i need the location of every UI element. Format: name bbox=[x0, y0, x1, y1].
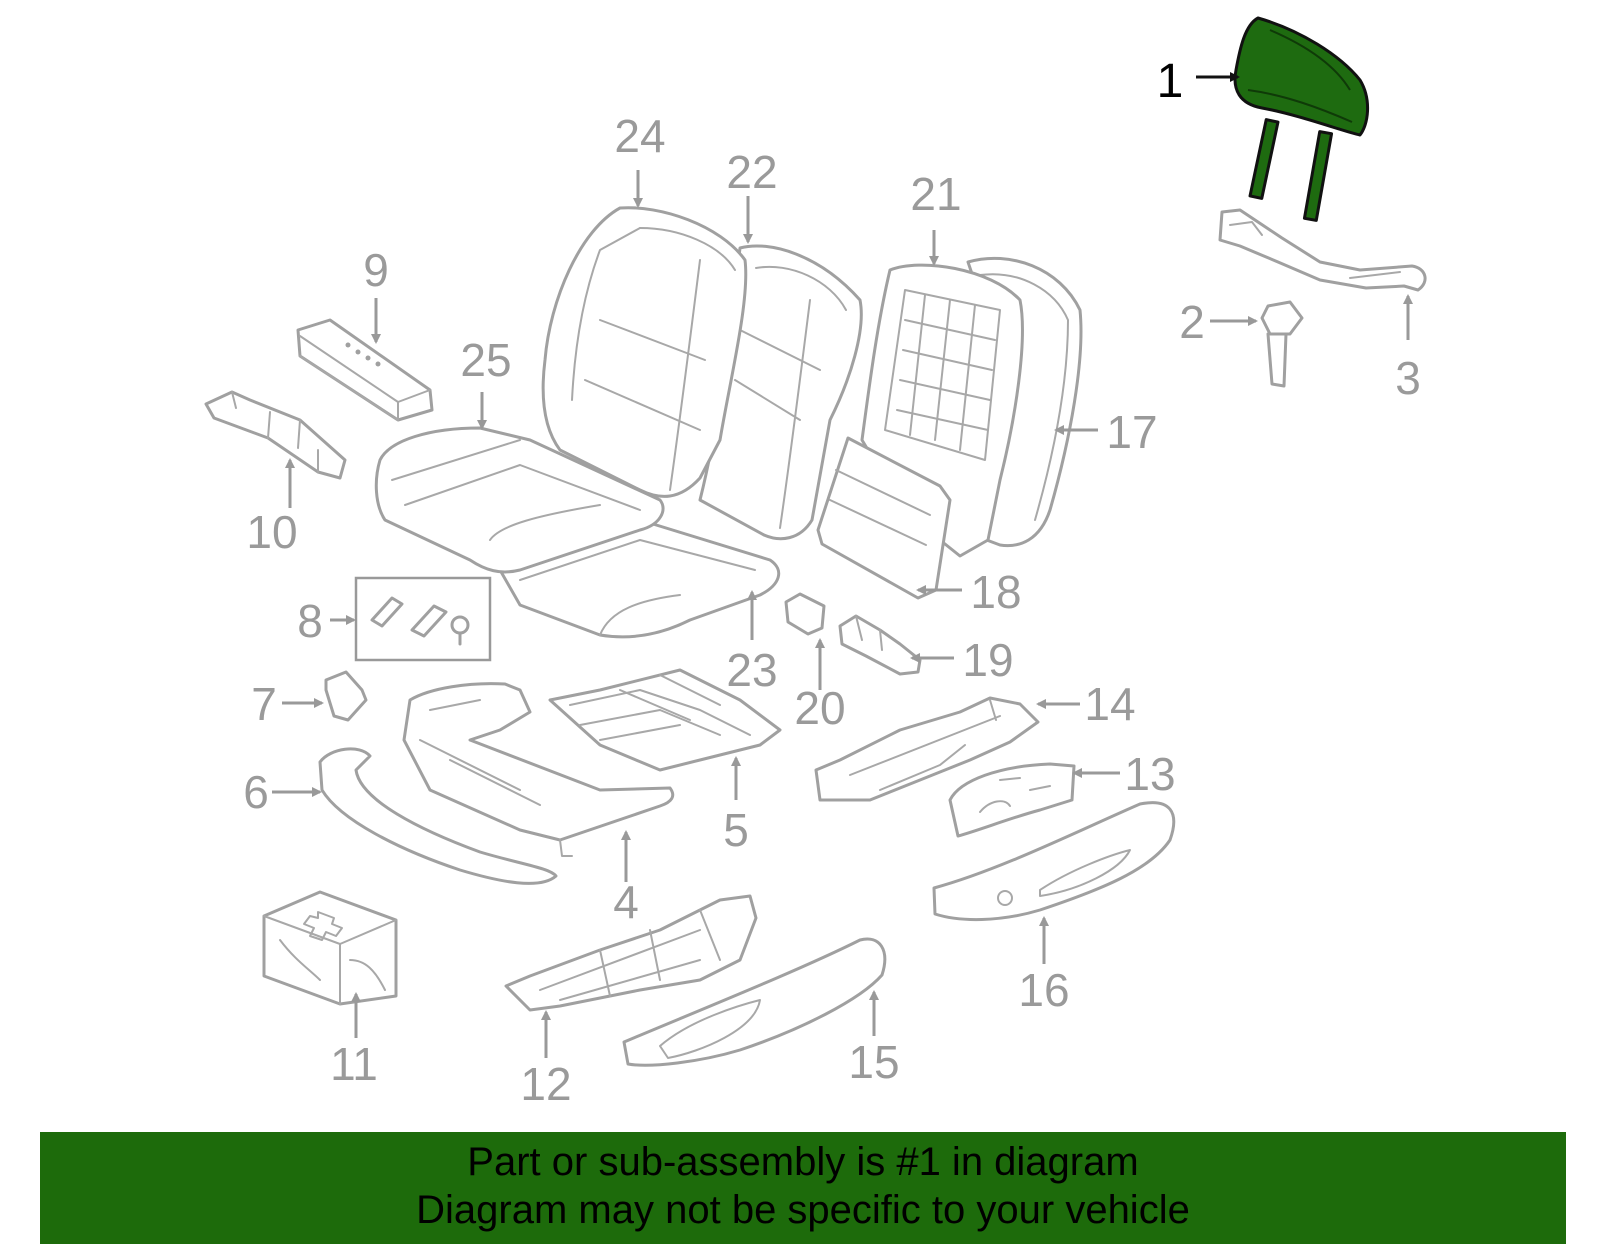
banner-part-note: Part or sub-assembly is #1 in diagram bbox=[467, 1140, 1139, 1184]
callout-1[interactable]: 1 bbox=[1157, 55, 1184, 108]
callout-10[interactable]: 10 bbox=[246, 506, 297, 558]
part-9-module[interactable] bbox=[296, 318, 434, 422]
part-3-guide[interactable] bbox=[1218, 208, 1427, 292]
info-banner: Part or sub-assembly is #1 in diagram Di… bbox=[40, 1132, 1566, 1244]
callout-8[interactable]: 8 bbox=[297, 595, 323, 647]
part-4-seat-pan[interactable] bbox=[402, 682, 675, 857]
callout-17[interactable]: 17 bbox=[1106, 406, 1157, 458]
callout-15[interactable]: 15 bbox=[848, 1036, 899, 1088]
part-7-trim[interactable] bbox=[324, 670, 368, 722]
part-6-front-trim[interactable] bbox=[318, 747, 558, 885]
part-18-lumbar-panel[interactable] bbox=[816, 436, 952, 600]
callout-23[interactable]: 23 bbox=[726, 644, 777, 696]
part-10-bracket[interactable] bbox=[204, 390, 347, 480]
callout-9[interactable]: 9 bbox=[363, 244, 389, 296]
part-11-first-aid-kit[interactable] bbox=[262, 890, 398, 1006]
callout-16[interactable]: 16 bbox=[1018, 964, 1069, 1016]
banner-disclaimer: Diagram may not be specific to your vehi… bbox=[416, 1188, 1190, 1232]
leader-arrows bbox=[272, 72, 1413, 1058]
callout-5[interactable]: 5 bbox=[723, 804, 749, 856]
callout-24[interactable]: 24 bbox=[614, 110, 665, 162]
part-8-clip-kit[interactable] bbox=[354, 576, 492, 662]
part-15-side-trim[interactable] bbox=[622, 937, 887, 1067]
callout-21[interactable]: 21 bbox=[910, 168, 961, 220]
part-14-rail[interactable] bbox=[814, 696, 1040, 802]
callout-25[interactable]: 25 bbox=[460, 334, 511, 386]
part-25-seat-cushion[interactable] bbox=[374, 426, 665, 574]
callout-11[interactable]: 11 bbox=[330, 1038, 378, 1090]
callout-3[interactable]: 3 bbox=[1395, 352, 1421, 404]
part-16-side-trim[interactable] bbox=[932, 801, 1176, 922]
part-24-backrest-cushion[interactable] bbox=[541, 206, 748, 498]
part-2-sleeve[interactable] bbox=[1260, 300, 1304, 388]
callout-18[interactable]: 18 bbox=[970, 566, 1021, 618]
callout-12[interactable]: 12 bbox=[520, 1058, 571, 1110]
callout-4[interactable]: 4 bbox=[613, 876, 639, 928]
part-12-seat-track[interactable] bbox=[504, 894, 758, 1012]
callout-22[interactable]: 22 bbox=[726, 146, 777, 198]
part-20-connector[interactable] bbox=[784, 592, 826, 636]
callout-7[interactable]: 7 bbox=[251, 678, 277, 730]
callout-14[interactable]: 14 bbox=[1084, 678, 1135, 730]
callout-19[interactable]: 19 bbox=[962, 634, 1013, 686]
part-13-switch-panel[interactable] bbox=[948, 762, 1076, 838]
callout-6[interactable]: 6 bbox=[243, 766, 269, 818]
part-5-spring-mat[interactable] bbox=[548, 668, 782, 772]
part-21-backrest-frame[interactable] bbox=[860, 263, 1024, 558]
part-1-headrest[interactable] bbox=[1233, 16, 1369, 222]
part-19-actuator[interactable] bbox=[838, 614, 922, 676]
callout-2[interactable]: 2 bbox=[1179, 296, 1205, 348]
callout-13[interactable]: 13 bbox=[1124, 748, 1175, 800]
callout-labels: 1 2 3 4 5 6 7 8 9 10 11 12 13 14 15 16 1… bbox=[243, 55, 1421, 1110]
callout-20[interactable]: 20 bbox=[794, 682, 845, 734]
